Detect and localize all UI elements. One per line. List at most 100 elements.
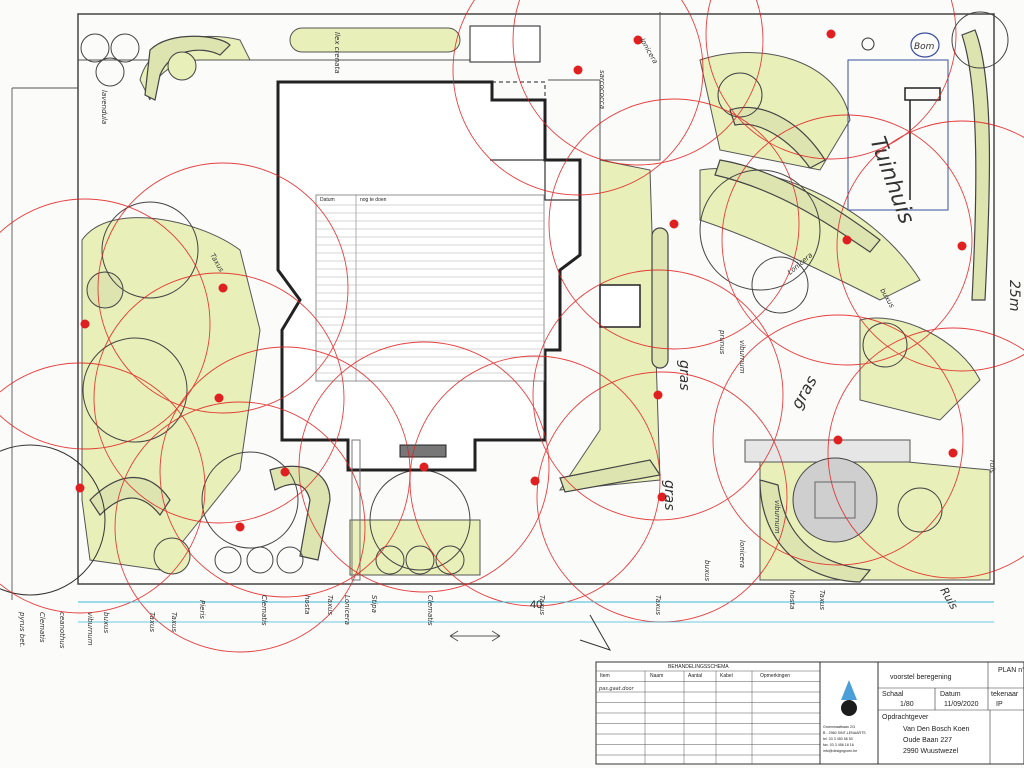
sprinkler-head — [573, 65, 583, 75]
tree-4 — [167, 51, 197, 81]
sprinkler-arc — [532, 269, 784, 521]
client-name: Van Den Bosch Koen — [903, 726, 970, 733]
sprinkler-head — [235, 522, 245, 532]
tree-top-right — [717, 72, 763, 118]
bottom-label-5: Stipa — [370, 595, 378, 613]
path-bottom — [351, 439, 361, 581]
sprinkler-arc — [93, 272, 345, 524]
label-top-strip: Ilex crenata — [333, 32, 341, 73]
bed-top-right — [699, 52, 851, 171]
hedge-left-bottom — [89, 477, 171, 517]
hedge-top-left — [144, 35, 231, 101]
tree-left-upper — [101, 201, 199, 299]
left-label-2: Clematis — [38, 612, 46, 643]
sprinkler-head — [948, 448, 958, 458]
sprinkler-head — [530, 476, 540, 486]
bottom-label-2: hosta — [303, 595, 311, 614]
terrace-table — [814, 481, 856, 519]
sprinkler-arc — [97, 162, 349, 414]
schedule-header-5: Opmerkingen — [760, 673, 790, 679]
opdrachtgever-label: Opdrachtgever — [882, 714, 929, 721]
bottom-label-6: Clematis — [426, 595, 434, 626]
tree-corner — [951, 11, 1009, 69]
info-frame — [877, 661, 1024, 765]
company-line-2: B - 2960 SINT-LENAARTS — [823, 731, 866, 735]
sprinkler-arc — [452, 0, 704, 196]
todo-col-task: nog te doen — [360, 197, 387, 203]
target-symbol — [861, 37, 875, 51]
sprinkler-head — [218, 283, 228, 293]
sprinkler-head — [657, 492, 667, 502]
bottom-label-3: Taxus — [326, 595, 334, 615]
shrub-left-1 — [86, 271, 124, 309]
shrub-bottom-6 — [435, 545, 465, 575]
sprinkler-arc — [827, 327, 1024, 579]
sprinkler-head — [957, 241, 967, 251]
tree-left-large — [0, 444, 106, 596]
schedule-header-3: Aantal — [688, 673, 702, 679]
sprinkler-arc — [0, 198, 211, 450]
schedule-title: BEHANDELINGSSCHEMA — [668, 664, 729, 670]
label-gras-1: gras — [676, 360, 692, 391]
sprinkler-heads — [75, 29, 967, 532]
todo-table-frame — [315, 194, 545, 382]
company-line-1: Groenmaatbaan 2/3 — [823, 725, 855, 729]
shrub-bottom-5 — [405, 545, 435, 575]
left-label-8: Pieris — [198, 600, 206, 619]
schedule-first-row: pas.gaat.door — [598, 686, 635, 692]
schedule-header-4: Kabel — [720, 673, 733, 679]
sprinkler-head — [214, 393, 224, 403]
company-line-5: info@designgroen.be — [823, 749, 857, 753]
bottom-label-7: Taxus — [538, 595, 546, 615]
sprinkler-head — [633, 35, 643, 45]
sprinkler-arc — [705, 0, 957, 160]
left-label-6: Taxus — [148, 612, 156, 632]
property-boundary — [77, 13, 995, 585]
shrub-bottom-3 — [276, 546, 304, 574]
drain-grate — [399, 444, 447, 458]
left-label-1: pyrus bet. — [18, 611, 26, 648]
entrance-steps — [469, 25, 541, 63]
company-line-3: tel. 03 3 450 56 50 — [823, 737, 853, 741]
left-label-4: viburnum — [86, 612, 94, 646]
bottom-label-14: ruis — [988, 460, 996, 473]
datum-label: Datum — [940, 691, 961, 698]
shrub-left-2 — [153, 537, 191, 575]
schedule-grid — [596, 670, 820, 764]
hedge-right-edge — [961, 29, 991, 301]
sprinkler-head — [653, 390, 663, 400]
tree-bottom-left — [201, 451, 299, 549]
bottom-label-9: buxus — [703, 560, 711, 581]
plan-label: PLAN n° — [998, 666, 1024, 674]
sprinkler-arc — [548, 98, 800, 350]
hedge-house-right — [651, 227, 669, 369]
todo-table-rows — [316, 204, 544, 374]
sprinkler-arcs — [0, 0, 1024, 653]
right-label-1: prunus — [718, 329, 726, 355]
left-label-5: buxus — [102, 612, 110, 633]
sprinkler-head — [419, 462, 429, 472]
schaal-label: Schaal — [882, 691, 904, 698]
tekenaar-label: tekenaar — [991, 691, 1019, 698]
client-city: 2990 Wuustwezel — [903, 748, 959, 755]
garden-house-door — [904, 87, 941, 101]
bottom-label-8: Taxus — [654, 595, 662, 615]
sprinkler-arc — [114, 401, 366, 653]
bottom-label-11: viburnum — [773, 500, 781, 534]
tree-1 — [80, 33, 110, 63]
sprinkler-head — [280, 467, 290, 477]
sprinkler-arc — [712, 314, 964, 566]
schaal-value: 1/80 — [900, 701, 914, 708]
sprinkler-arc — [721, 114, 973, 366]
house-inner-wall — [490, 159, 580, 201]
bottom-label-13: Taxus — [818, 590, 826, 610]
bottom-label-12: hosta — [788, 590, 796, 609]
utility-box — [599, 284, 641, 328]
shrub-bottom-4 — [375, 545, 405, 575]
tree-right-mid — [862, 322, 908, 368]
sprinkler-arc — [0, 362, 206, 614]
tree-right-1 — [751, 256, 809, 314]
sprinkler-arc — [836, 120, 1024, 372]
sprinkler-head — [669, 219, 679, 229]
